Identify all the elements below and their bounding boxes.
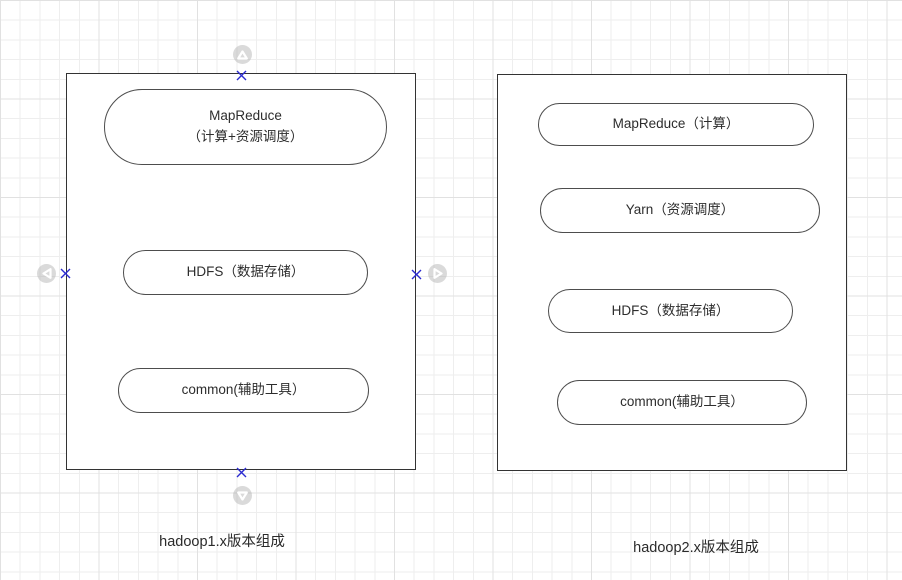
node-mapreduce-1x[interactable]: MapReduce （计算+资源调度） [104,89,387,165]
direction-arrow-up[interactable] [233,45,252,64]
connection-x-bottom-icon[interactable] [236,465,247,478]
triangle-up-icon [237,49,248,60]
node-label: Yarn（资源调度） [625,202,735,218]
connection-x-right-icon[interactable] [411,267,422,280]
connection-x-left-icon[interactable] [60,266,71,279]
node-label: common(辅助工具） [181,382,306,398]
connection-x-top-icon[interactable] [236,68,247,81]
triangle-left-icon [41,268,52,279]
node-label: common(辅助工具） [620,394,744,410]
node-mapreduce-2x[interactable]: MapReduce（计算） [538,103,814,146]
triangle-down-icon [237,490,248,501]
node-common-2x[interactable]: common(辅助工具） [557,380,807,425]
group-label-hadoop1x[interactable]: hadoop1.x版本组成 [159,534,285,550]
direction-arrow-right[interactable] [428,264,447,283]
direction-arrow-left[interactable] [37,264,56,283]
node-yarn-2x[interactable]: Yarn（资源调度） [540,188,820,233]
triangle-right-icon [432,268,443,279]
node-label: MapReduce [209,108,282,124]
node-label: HDFS（数据存储） [186,264,305,280]
node-hdfs-1x[interactable]: HDFS（数据存储） [123,250,368,295]
node-hdfs-2x[interactable]: HDFS（数据存储） [548,289,793,333]
node-label: MapReduce（计算） [612,116,740,132]
node-label: （计算+资源调度） [187,129,304,144]
node-label: HDFS（数据存储） [611,302,730,318]
direction-arrow-down[interactable] [233,486,252,505]
group-label-hadoop2x[interactable]: hadoop2.x版本组成 [633,540,759,556]
node-common-1x[interactable]: common(辅助工具） [118,368,369,413]
